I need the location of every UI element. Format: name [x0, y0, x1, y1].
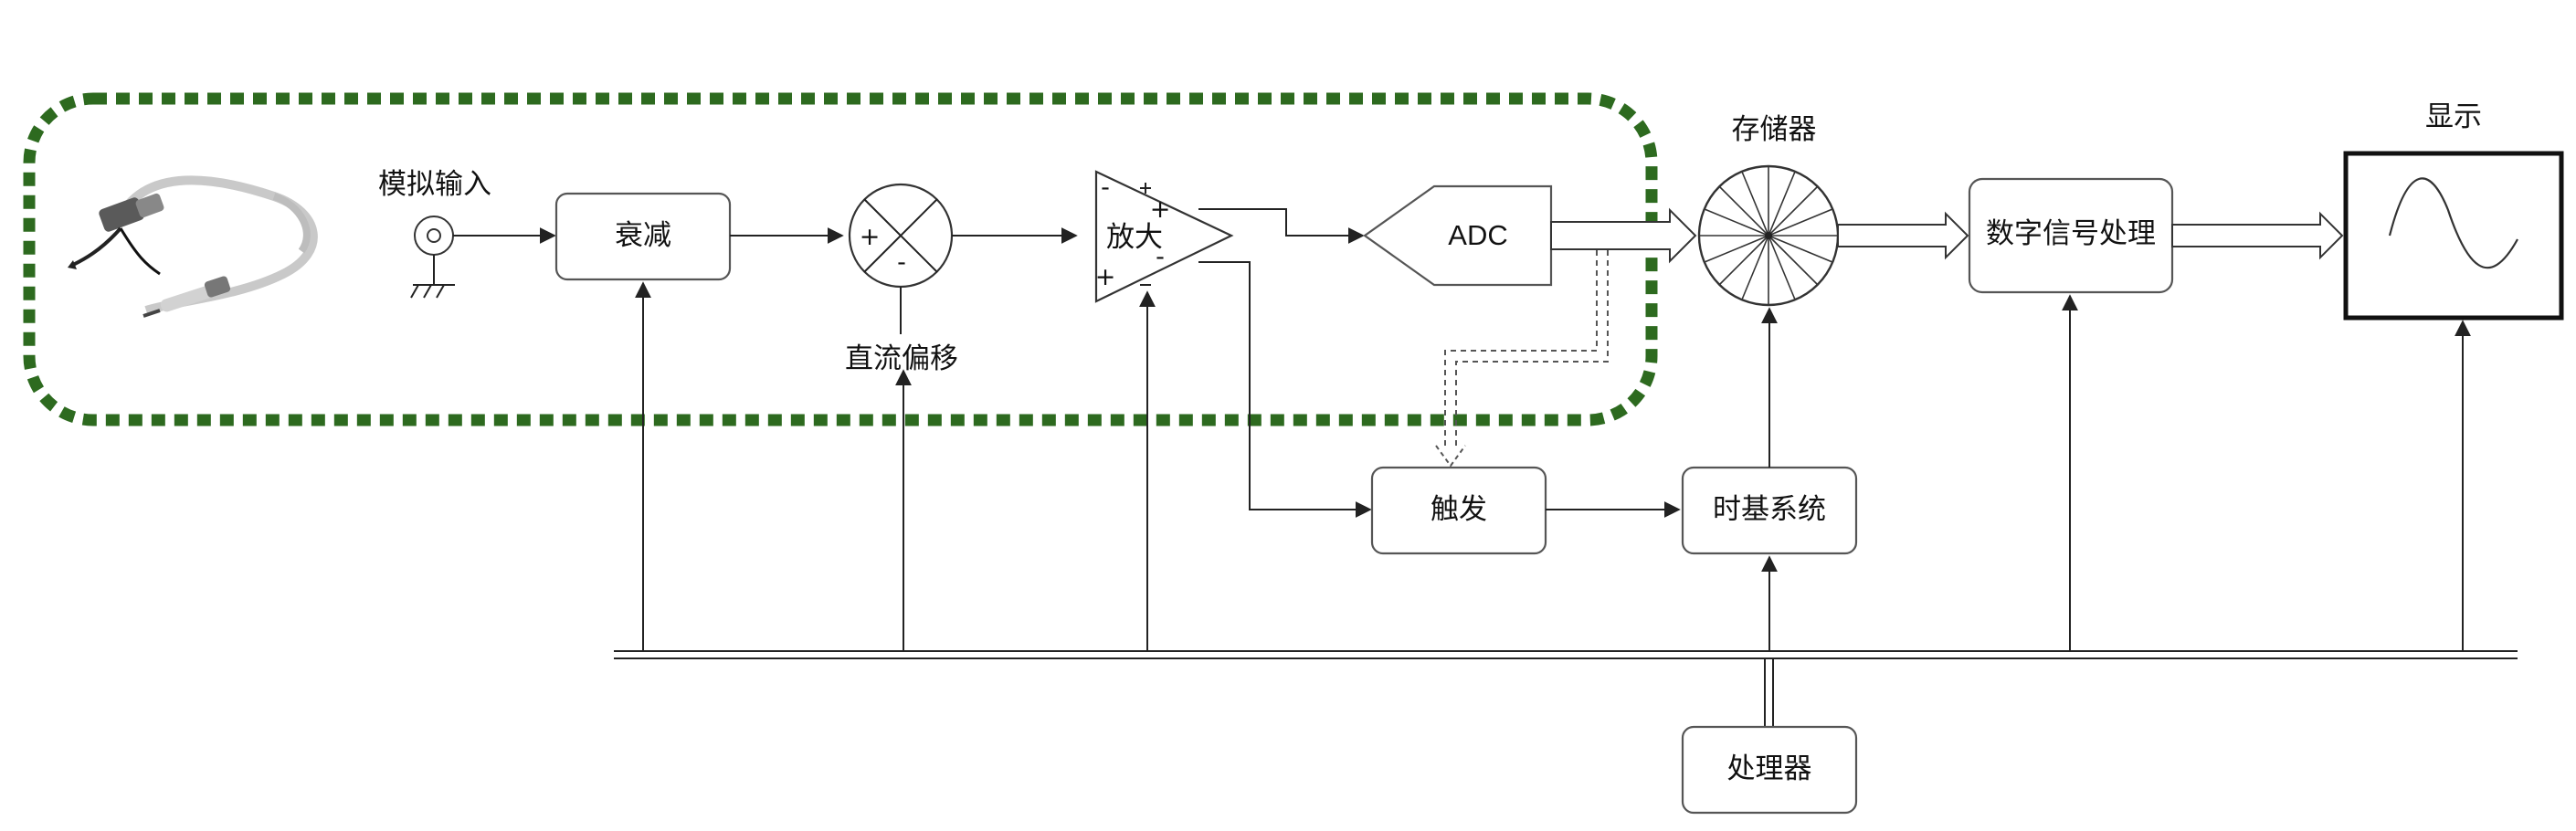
processor-block [1681, 725, 1858, 815]
memory-label: 存储器 [1732, 113, 1817, 146]
display-block [2343, 151, 2564, 321]
connector-adc-trigger [1435, 250, 1609, 468]
amp-minus-top: - [1101, 174, 1110, 202]
adc-label: ADC [1448, 219, 1507, 251]
system-bus [614, 650, 2518, 659]
ground-icon [410, 255, 455, 299]
dsp-label: 数字信号处理 [1986, 217, 2156, 250]
bnc-connector-icon [414, 216, 454, 256]
attenuation-label: 衰减 [615, 219, 671, 252]
amplify-label: 放大 [1106, 221, 1163, 254]
connector-amp-trigger [1198, 261, 1372, 518]
sum-plus-label: + [860, 223, 881, 251]
oscilloscope-probe-image [68, 175, 318, 318]
sum-minus-label: - [897, 248, 906, 277]
timebase-label: 时基系统 [1713, 493, 1826, 526]
connector-memory-dsp [1837, 211, 1969, 260]
trigger-label: 触发 [1431, 493, 1487, 526]
sine-wave-icon [2388, 177, 2518, 269]
connector-adc-memory [1550, 207, 1697, 264]
dc-offset-label: 直流偏移 [845, 342, 958, 375]
amp-minus-bottom: - [1156, 243, 1165, 271]
amplifier-triangle-icon: + - - + [1095, 170, 1234, 303]
connector-dsp-display [2171, 211, 2344, 260]
summing-junction-icon: + - [848, 183, 954, 289]
display-label: 显示 [2425, 100, 2482, 133]
amp-plus-bottom: + [1095, 263, 1116, 291]
amp-plus-top: + [1150, 195, 1171, 224]
connector-amp-adc [1198, 208, 1365, 244]
processor-label: 处理器 [1727, 752, 1812, 785]
analog-input-label: 模拟输入 [378, 168, 491, 201]
front-end-highlight [23, 92, 1658, 426]
memory-wheel-icon [1697, 164, 1840, 307]
connector-processor-bus [1764, 658, 1774, 727]
